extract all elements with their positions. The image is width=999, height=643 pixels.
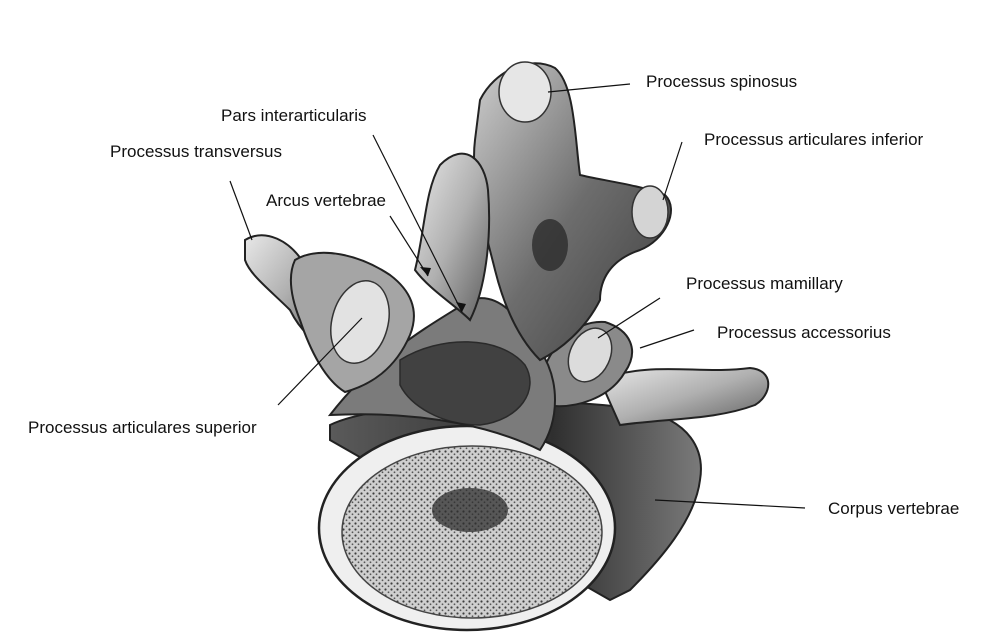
superior-articular-facet	[330, 280, 390, 364]
corpus-center-shade	[432, 488, 508, 532]
arrowhead-pars	[456, 302, 466, 312]
leader-arcus	[389, 215, 429, 277]
leader-arrowheads	[420, 267, 466, 312]
corpus-trabecular-surface	[341, 445, 603, 619]
label-processus-transversus: Processus transversus	[110, 142, 282, 161]
pars-interarticularis	[413, 152, 491, 322]
label-processus-articulares-superior: Processus articulares superior	[28, 418, 257, 437]
leader-transversus	[229, 180, 253, 241]
label-corpus-vertebrae: Corpus vertebrae	[828, 499, 960, 518]
leader-articulares-superior	[277, 317, 363, 406]
leader-pars	[372, 134, 463, 313]
leader-lines	[229, 83, 806, 509]
transverse-process-right	[598, 366, 770, 427]
spinous-tip	[498, 61, 552, 123]
label-processus-articulares-inferior: Processus articulares inferior	[704, 130, 924, 149]
label-arcus-vertebrae: Arcus vertebrae	[266, 191, 386, 210]
label-pars-interarticularis: Pars interarticularis	[221, 106, 367, 125]
spinous-fossa	[532, 219, 568, 271]
leader-mamillary	[597, 297, 661, 339]
leader-spinosus	[547, 83, 631, 93]
label-processus-spinosus: Processus spinosus	[646, 72, 798, 91]
spinous-process	[473, 62, 672, 362]
vertebral-foramen	[399, 341, 531, 426]
arrowhead-arcus	[420, 267, 431, 276]
label-processus-accessorius: Processus accessorius	[717, 323, 891, 342]
leader-corpus	[654, 499, 806, 509]
leader-accessorius	[639, 329, 695, 349]
leader-articulares-inferior	[662, 141, 683, 201]
label-processus-mamillary: Processus mamillary	[686, 274, 843, 293]
inferior-articular-facet	[631, 185, 669, 239]
mamillary-facet	[567, 327, 613, 383]
